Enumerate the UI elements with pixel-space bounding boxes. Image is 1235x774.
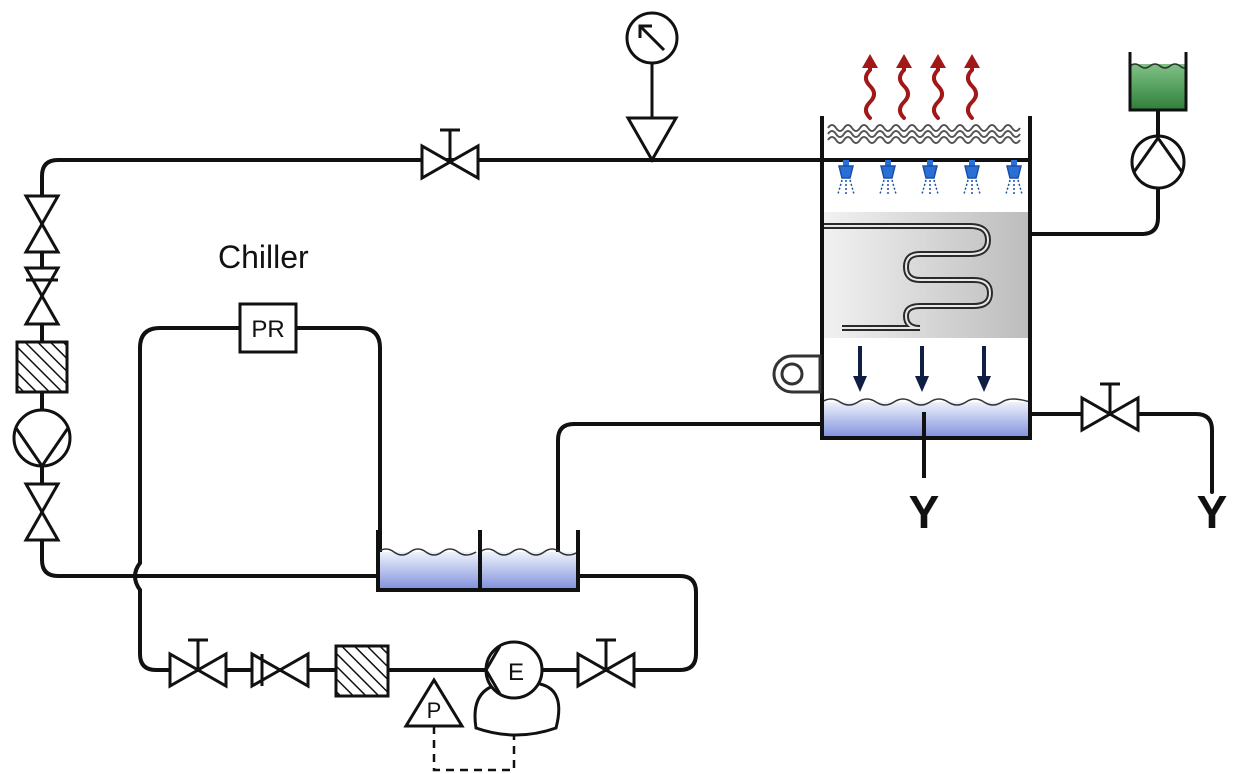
p-label: P — [427, 698, 442, 723]
heat-arrow-icon — [896, 54, 912, 120]
gate-valve-icon — [420, 128, 480, 181]
drift-eliminator — [827, 124, 1021, 144]
compressor-icon — [473, 640, 561, 737]
chiller-tanks — [376, 530, 580, 592]
spray-nozzle-icon — [921, 160, 939, 195]
check-valve-icon — [250, 651, 310, 689]
check-valve-icon — [23, 266, 61, 326]
heat-arrow-icon — [862, 54, 878, 120]
gate-valve-icon — [23, 194, 61, 254]
e-label: E — [508, 659, 524, 686]
drain-icon: Y — [909, 486, 940, 538]
spray-nozzle-icon — [1005, 160, 1023, 195]
pump-icon — [1130, 134, 1186, 190]
filter-icon — [334, 644, 390, 698]
makeup-water-tank — [1128, 52, 1188, 112]
heat-arrow-icon — [964, 54, 980, 120]
spray-nozzle-icon — [963, 160, 981, 195]
pump-icon — [12, 408, 72, 469]
fan-icon — [772, 354, 822, 394]
heat-arrow-icon — [930, 54, 946, 120]
filter-icon — [15, 340, 69, 394]
gauge-icon — [625, 11, 679, 164]
cooling-tower — [772, 54, 1032, 478]
pipes — [40, 108, 1214, 672]
pr-label: PR — [251, 316, 284, 343]
gate-valve-icon — [576, 638, 636, 689]
control-signal-line — [432, 726, 516, 772]
water-flow-arrows — [853, 346, 991, 392]
spray-nozzle-icon — [879, 160, 897, 195]
pressure-regulator: PR — [238, 302, 298, 354]
gate-valve-icon — [23, 482, 61, 542]
gate-valve-icon — [1080, 382, 1140, 433]
drain-icon: Y — [1197, 486, 1228, 538]
spray-nozzle-icon — [837, 160, 855, 195]
gate-valve-icon — [168, 638, 228, 689]
spray-nozzles — [837, 160, 1023, 195]
heat-exhaust — [862, 54, 980, 120]
chiller-label: Chiller — [218, 239, 309, 275]
